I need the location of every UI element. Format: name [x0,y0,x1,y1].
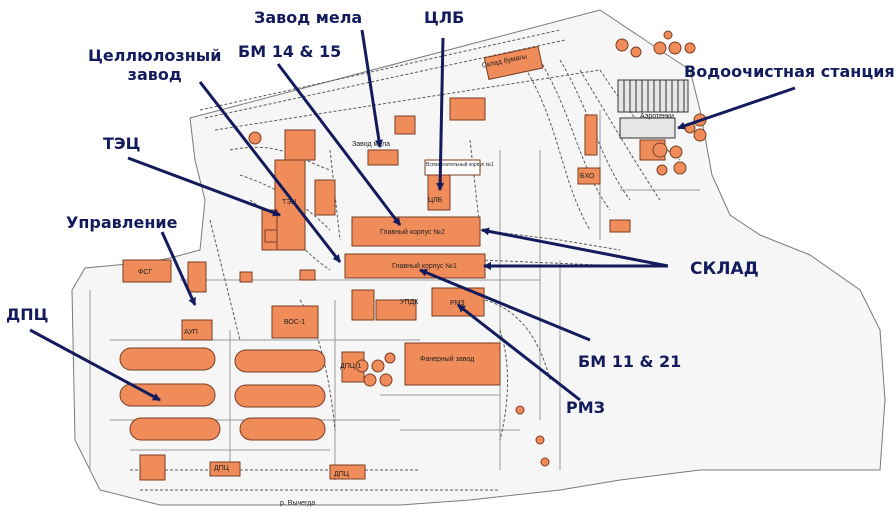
small-building [181,319,213,341]
small-building [449,97,486,121]
label-dpc1: ДПЦ-1 [340,363,361,370]
label-aux-building: Вспомогательный корпус №1 [426,161,494,168]
tec-building [274,159,306,251]
small-building [299,269,316,281]
small-building [209,461,241,477]
small-building [351,289,375,321]
plywood-plant-building [404,342,501,386]
small-building [329,464,366,480]
callout-warehouse: СКЛАД [690,259,759,279]
label-river: р. Вычегда [280,500,315,507]
tank [656,164,668,176]
tank [540,457,550,467]
aux-building-1 [424,159,481,176]
bho-building [577,167,601,185]
label-fsg: ФСГ [138,269,152,276]
small-building [139,454,166,481]
callout-rmz: РМЗ [566,398,606,417]
tank [673,161,687,175]
fsg-building [122,259,172,283]
dpc-basin [239,417,326,441]
small-building [609,219,631,233]
callout-pulp-mill: Целлюлозный завод [88,46,222,84]
arrow-pulp-mill [198,81,342,263]
label-clb: ЦЛБ [428,197,443,204]
callout-tec: ТЭЦ [103,134,141,153]
arrow-rmz [457,303,581,402]
arrow-clb [436,37,445,191]
label-main-building-1: Главный корпус №1 [392,262,457,270]
callout-chalk-plant: Завод мела [254,8,363,27]
tank [248,131,262,145]
label-aerotanks: Аэротенки [640,113,674,120]
tank [379,373,393,387]
arrow-water-treatment [677,86,796,130]
small-building [264,229,278,243]
label-aup: АУП [184,329,198,336]
tank [652,142,668,158]
label-plywood-plant: Фанерный завод [420,355,474,363]
pulp-mill-annex [314,179,336,216]
dpc-basin [129,417,221,441]
arrow-bm-11-21 [419,268,591,342]
arrow-bm-14-15 [276,63,402,226]
small-building [239,271,253,283]
tank [371,359,385,373]
small-building [584,114,598,156]
tank [515,405,525,415]
pulp-mill-block [284,129,316,161]
label-rmz: РМЗ [450,300,465,307]
callout-bm-11-21: БМ 11 & 21 [578,352,682,371]
main-building-2 [351,216,481,247]
callout-bm-14-15: БМ 14 & 15 [238,42,342,61]
dpc-basin [234,384,326,408]
water-treatment-grid [617,79,689,139]
tank [630,46,642,58]
tank [535,435,545,445]
callout-clb: ЦЛБ [424,8,465,27]
small-building [187,261,207,293]
vos1-building [271,305,319,339]
label-main-building-2: Главный корпус №2 [380,228,445,236]
arrow-dpc [29,328,161,402]
tank [355,359,369,373]
arrow-tec [127,156,281,217]
tank [684,42,696,54]
tank [669,145,683,159]
label-chalk-plant: Завод мела [352,141,390,148]
dpc-basin [119,383,216,407]
dpc-basin [234,349,326,373]
label-dpc3: ДПЦ [334,471,350,478]
tank [693,128,707,142]
chalk-plant-building [367,149,399,166]
callout-water-treatment: Водоочистная станция [684,62,895,81]
tank [615,38,629,52]
tank [363,373,377,387]
tank [384,352,396,364]
label-vos1: ВОС-1 [284,319,305,326]
small-building [394,115,416,135]
tank [668,41,682,55]
arrow-chalk-plant [360,29,383,148]
tank [653,41,667,55]
small-building [375,299,417,321]
paper-warehouse-building [483,45,544,80]
callout-dpc: ДПЦ [6,305,49,324]
arrow-management [160,231,197,306]
arrow-warehouse-a [481,227,669,268]
label-bho: БХО [580,173,595,180]
label-dpc2: ДПЦ [214,465,230,472]
tank [663,30,673,40]
label-updk: УПДК [400,299,419,306]
label-tec: ТЭЦ [282,199,297,206]
callout-management: Управление [66,213,178,232]
dpc-basin [119,347,216,371]
